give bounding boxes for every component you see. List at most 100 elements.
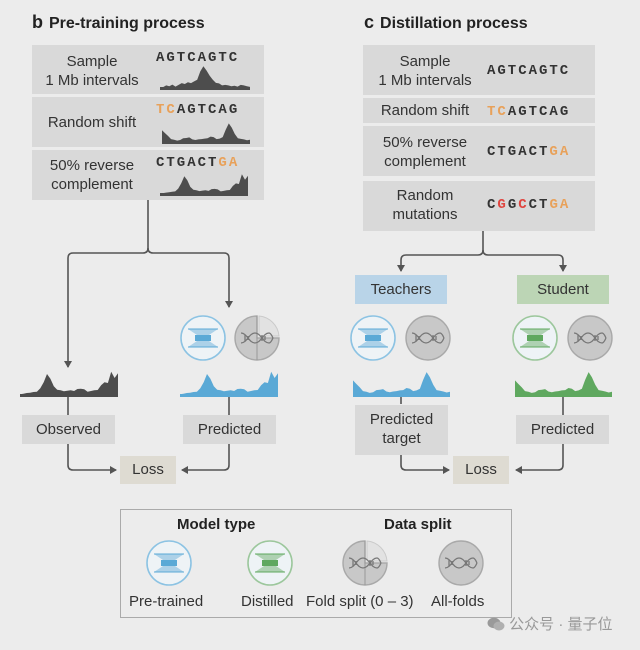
legend-heading-model-type: Model type bbox=[177, 516, 256, 533]
arrow-observed-to-loss bbox=[67, 443, 117, 474]
distilled-model-icon bbox=[512, 315, 558, 361]
step-box-mutations bbox=[363, 181, 595, 231]
label-line: Random shift bbox=[380, 102, 470, 119]
label-line: mutations bbox=[392, 206, 458, 223]
sequence-segment: C bbox=[487, 197, 498, 213]
legend-label-pretrained: Pre-trained bbox=[129, 593, 204, 610]
sequence-revcomp: CTGACTGA bbox=[156, 155, 239, 171]
label-line: Sample bbox=[399, 53, 451, 70]
sequence-segment: TC bbox=[156, 102, 177, 118]
step-label-sample: Sample 1 Mb intervals bbox=[368, 52, 482, 90]
arrow-target-to-loss bbox=[400, 454, 450, 474]
sequence-revcomp: CTGACTGA bbox=[487, 144, 570, 160]
loss-label: Loss bbox=[132, 461, 164, 478]
sequence-segment: AGTCAGTC bbox=[156, 50, 240, 66]
predicted-label: Predicted bbox=[197, 421, 262, 438]
sequence-shift: TCAGTCAG bbox=[156, 102, 239, 118]
panel-c-title: c Distillation process bbox=[364, 12, 528, 33]
sequence-segment: GA bbox=[218, 155, 240, 171]
signal-area bbox=[162, 123, 250, 144]
sequence-sample: AGTCAGTC bbox=[156, 50, 239, 66]
sequence-shift: TCAGTCAG bbox=[487, 104, 570, 120]
loss-label: Loss bbox=[465, 461, 497, 478]
signal-baseline bbox=[162, 141, 250, 144]
student-signal-track bbox=[515, 372, 612, 397]
watermark-text: 公众号 · 量子位 bbox=[509, 616, 613, 633]
sequence-segment: CTGACT bbox=[487, 144, 550, 160]
arrow-to-student bbox=[482, 249, 567, 272]
label-line: 50% reverse bbox=[49, 157, 135, 174]
legend-heading-data-split: Data split bbox=[384, 516, 452, 533]
signal-track-revcomp bbox=[160, 174, 248, 196]
fold-split-dna-icon bbox=[342, 540, 388, 586]
signal-area bbox=[515, 372, 612, 397]
label-line: Random shift bbox=[47, 114, 137, 131]
sequence-segment: AGTCAGTC bbox=[487, 63, 571, 79]
label-line: 50% reverse bbox=[382, 134, 468, 151]
loss-box-b: Loss bbox=[120, 456, 176, 484]
sequence-segment: CT bbox=[528, 197, 550, 213]
observed-label: Observed bbox=[35, 421, 102, 438]
label-line: 1 Mb intervals bbox=[45, 72, 139, 89]
legend-label-distilled: Distilled bbox=[241, 593, 294, 610]
label-line: 1 Mb intervals bbox=[378, 72, 472, 89]
pretrained-model-icon bbox=[146, 540, 192, 586]
label-line: complement bbox=[384, 153, 466, 170]
step-box-revcomp bbox=[363, 126, 595, 176]
signal-track-shift bbox=[162, 123, 250, 144]
predicted-label: Predicted bbox=[530, 421, 595, 438]
sequence-segment: TC bbox=[487, 104, 508, 120]
pretrained-model-icon bbox=[180, 315, 226, 361]
label-line: target bbox=[382, 430, 421, 447]
signal-area bbox=[160, 174, 248, 196]
label-line: Sample bbox=[66, 53, 118, 70]
student-label: Student bbox=[537, 281, 589, 298]
step-label-revcomp: 50% reverse complement bbox=[368, 133, 482, 171]
panel-b-title: b Pre-training process bbox=[32, 12, 205, 33]
loss-box-c: Loss bbox=[453, 456, 509, 484]
arrow-to-observed bbox=[64, 247, 149, 368]
sequence-segment: G bbox=[497, 197, 508, 213]
label-line: complement bbox=[51, 176, 133, 193]
step-box-sample bbox=[363, 45, 595, 95]
predicted-signal-track bbox=[180, 371, 278, 397]
sequence-segment: CTGACT bbox=[156, 155, 219, 171]
watermark: 公众号 · 量子位 bbox=[487, 613, 613, 634]
arrow-predicted-to-loss bbox=[181, 443, 230, 474]
signal-track-sample bbox=[160, 66, 250, 90]
sequence-segment: GA bbox=[549, 197, 571, 213]
legend-label-fold-split: Fold split (0 – 3) bbox=[306, 593, 414, 610]
signal-area bbox=[20, 371, 118, 397]
student-box: Student bbox=[517, 275, 609, 304]
panel-title-text: Distillation process bbox=[380, 15, 528, 32]
predicted-box: Predicted bbox=[516, 415, 609, 444]
panel-letter: c bbox=[364, 12, 375, 32]
all-folds-dna-icon bbox=[405, 315, 451, 361]
arrow-student-to-loss bbox=[515, 443, 564, 474]
all-folds-dna-icon bbox=[567, 315, 613, 361]
panel-letter: b bbox=[32, 12, 43, 32]
step-label-shift: Random shift bbox=[36, 113, 148, 132]
step-label-shift: Random shift bbox=[368, 101, 482, 120]
signal-baseline bbox=[353, 394, 450, 397]
sequence-segment: G bbox=[507, 197, 519, 213]
distilled-model-icon bbox=[247, 540, 293, 586]
fold-split-dna-icon bbox=[234, 315, 280, 361]
sequence-segment: AGTCAG bbox=[507, 104, 571, 120]
wechat-icon bbox=[487, 617, 505, 631]
signal-baseline bbox=[160, 87, 250, 90]
sequence-mutations: CGGCCTGA bbox=[487, 197, 570, 213]
signal-area bbox=[180, 371, 278, 397]
arrow-to-model-b bbox=[147, 247, 233, 308]
predicted-target-box: Predicted target bbox=[355, 405, 448, 455]
label-line: Random bbox=[396, 187, 454, 204]
panel-title-text: Pre-training process bbox=[49, 15, 205, 32]
arrow-to-teachers bbox=[397, 249, 484, 272]
teacher-signal-track bbox=[353, 372, 450, 397]
signal-baseline bbox=[515, 394, 612, 397]
sequence-segment: AGTCAG bbox=[176, 102, 240, 118]
sequence-segment: C bbox=[518, 197, 529, 213]
all-folds-dna-icon bbox=[438, 540, 484, 586]
teachers-box: Teachers bbox=[355, 275, 447, 304]
